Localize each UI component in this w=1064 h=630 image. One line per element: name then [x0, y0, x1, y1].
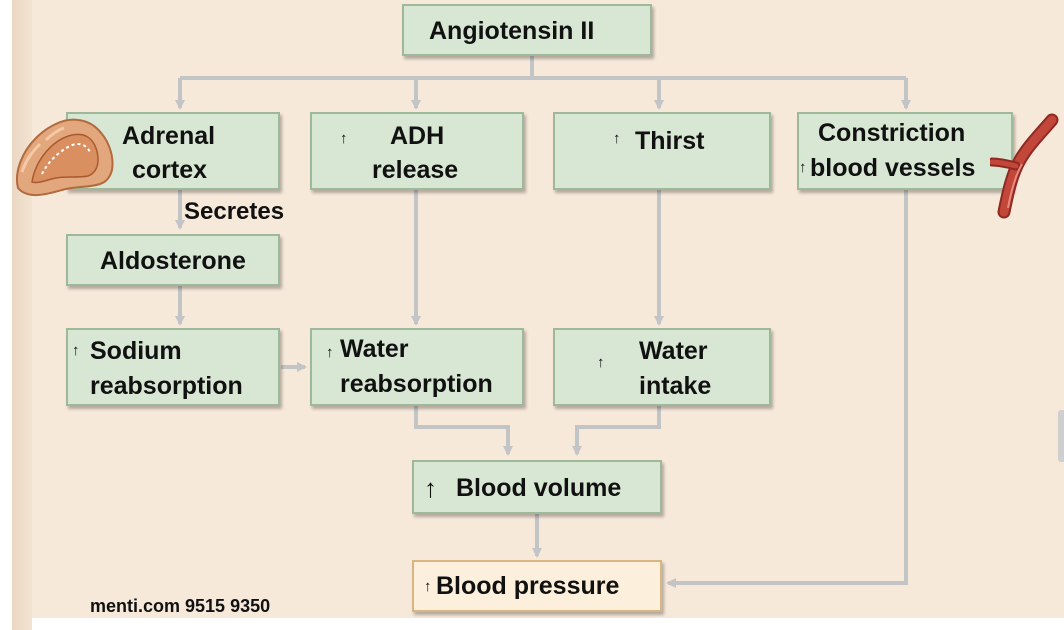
node-label: Blood pressure [436, 572, 620, 600]
node-constriction-blood-vessels: Constriction ↑ blood vessels [797, 112, 1013, 190]
node-angiotensin-ii: Angiotensin II [402, 4, 652, 56]
node-label-line2: blood vessels [810, 154, 976, 182]
node-label: Angiotensin II [429, 17, 595, 45]
node-label: Blood volume [456, 474, 622, 502]
node-label-line1: Water [340, 335, 409, 363]
connector-intake-volume [572, 406, 661, 456]
node-label-line2: cortex [132, 156, 208, 184]
slide-bottom-margin [32, 618, 1064, 630]
slide-left-margin [0, 0, 32, 630]
scroll-tab-handle[interactable] [1058, 410, 1064, 462]
node-adh-release: ↑ ADH release [310, 112, 524, 190]
up-arrow-icon: ↑ [424, 473, 437, 503]
node-sodium-reabsorption: ↑ Sodium reabsorption [66, 328, 280, 406]
up-arrow-icon: ↑ [424, 578, 432, 595]
node-label-line1: Thirst [635, 127, 705, 155]
node-blood-volume: ↑ Blood volume [412, 460, 662, 514]
up-arrow-icon: ↑ [799, 159, 807, 176]
blood-vessel-icon [990, 113, 1059, 219]
node-water-reabsorption: ↑ Water reabsorption [310, 328, 524, 406]
node-label-line1: Water [639, 337, 708, 365]
node-water-intake: ↑ Water intake [553, 328, 771, 406]
up-arrow-icon: ↑ [72, 342, 80, 359]
up-arrow-icon: ↑ [597, 354, 605, 371]
up-arrow-icon: ↑ [340, 130, 348, 147]
node-label-line2: reabsorption [340, 370, 493, 398]
node-thirst: ↑ Thirst [553, 112, 771, 190]
node-label-line1: Adrenal [122, 122, 216, 150]
connector-constriction-pressure [666, 190, 908, 588]
node-label: Aldosterone [100, 247, 246, 275]
node-label-line2: release [372, 156, 459, 184]
node-label-line1: ADH [390, 122, 445, 150]
diagram-background [32, 0, 1064, 618]
node-blood-pressure: ↑ Blood pressure [412, 560, 662, 612]
adrenal-gland-icon [16, 118, 114, 196]
node-label-line1: Constriction [818, 119, 966, 147]
connector-water-volume [414, 406, 513, 456]
up-arrow-icon: ↑ [326, 344, 334, 361]
node-label-line2: intake [639, 372, 712, 400]
menti-code-text: menti.com 9515 9350 [90, 596, 271, 616]
edge-label-secretes: Secretes [184, 198, 285, 225]
node-label-line2: reabsorption [90, 372, 243, 400]
node-aldosterone: Aldosterone [66, 234, 280, 286]
up-arrow-icon: ↑ [613, 130, 621, 147]
node-label-line1: Sodium [90, 337, 182, 365]
